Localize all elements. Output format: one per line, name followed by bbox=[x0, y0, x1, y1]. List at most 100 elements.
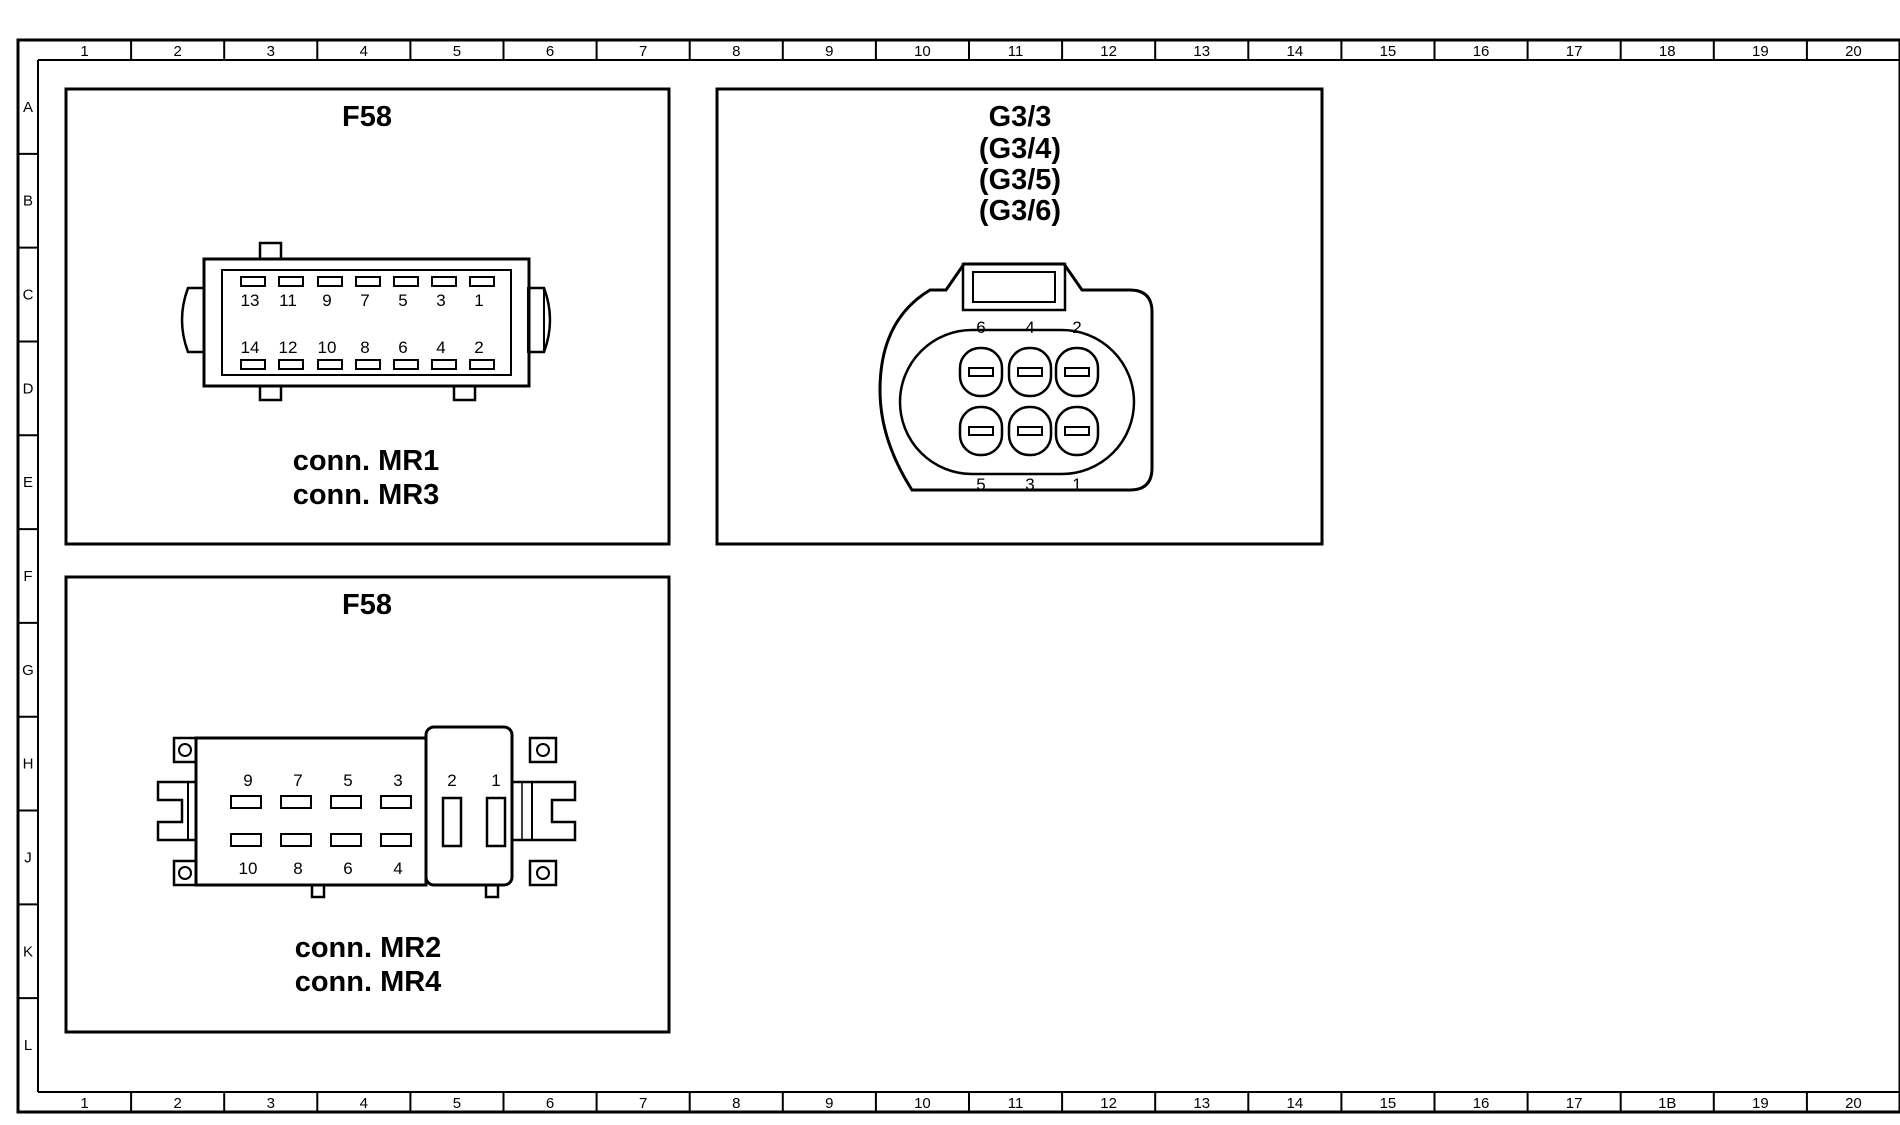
pin-number: 4 bbox=[393, 859, 402, 878]
pin-number: 6 bbox=[343, 859, 352, 878]
power-pin-number: 2 bbox=[447, 771, 456, 790]
grid-column-label-top: 1 bbox=[80, 43, 88, 60]
pin-slot bbox=[230, 795, 262, 809]
grid-column-label-top: 10 bbox=[914, 43, 931, 60]
grid-column-label-bottom: 5 bbox=[453, 1095, 461, 1112]
pin-number: 2 bbox=[474, 338, 483, 357]
grid-column-label-top: 20 bbox=[1845, 43, 1862, 60]
pin-number: 3 bbox=[393, 771, 402, 790]
pin-slot bbox=[330, 795, 362, 809]
pin-number: 3 bbox=[436, 291, 445, 310]
pin-number: 7 bbox=[360, 291, 369, 310]
panel-title-line1: G3/3 bbox=[989, 101, 1052, 133]
grid-row-label: L bbox=[24, 1037, 32, 1054]
pin-number: 6 bbox=[398, 338, 407, 357]
terminal-blade bbox=[1017, 367, 1043, 377]
grid-column-label-bottom: 14 bbox=[1287, 1095, 1304, 1112]
terminal-cavity bbox=[1007, 346, 1053, 398]
pin-slot bbox=[280, 833, 312, 847]
pin-slot bbox=[355, 276, 381, 287]
power-pin-number: 1 bbox=[491, 771, 500, 790]
grid-column-label-top: 5 bbox=[453, 43, 461, 60]
grid-column-label-top: 19 bbox=[1752, 43, 1769, 60]
pin-number: 10 bbox=[239, 859, 258, 878]
pin-slot bbox=[393, 276, 419, 287]
grid-column-label-bottom: 6 bbox=[546, 1095, 554, 1112]
grid-row-label: B bbox=[23, 193, 33, 210]
pin-number: 3 bbox=[1025, 475, 1034, 494]
connector-caption-line2: conn. MR3 bbox=[293, 479, 440, 511]
terminal-cavity bbox=[1007, 405, 1053, 457]
grid-row-label: A bbox=[23, 99, 33, 116]
pin-slot bbox=[278, 276, 304, 287]
terminal-blade bbox=[1064, 367, 1090, 377]
grid-row-label: C bbox=[23, 287, 34, 304]
power-pin-slot bbox=[485, 796, 507, 848]
pin-slot bbox=[469, 359, 495, 370]
pin-number: 5 bbox=[976, 475, 985, 494]
terminal-cavity bbox=[1054, 405, 1100, 457]
panel-title: F58 bbox=[342, 589, 392, 621]
pin-number: 8 bbox=[360, 338, 369, 357]
grid-column-label-bottom: 12 bbox=[1100, 1095, 1117, 1112]
pin-slot bbox=[330, 833, 362, 847]
pin-number: 6 bbox=[976, 318, 985, 337]
pin-number: 1 bbox=[1072, 475, 1081, 494]
grid-column-label-bottom: 17 bbox=[1566, 1095, 1583, 1112]
pin-number: 5 bbox=[343, 771, 352, 790]
grid-column-label-bottom: 15 bbox=[1380, 1095, 1397, 1112]
grid-row-label: F bbox=[23, 568, 32, 585]
pin-number: 14 bbox=[241, 338, 260, 357]
grid-column-label-bottom: 10 bbox=[914, 1095, 931, 1112]
grid-column-label-top: 18 bbox=[1659, 43, 1676, 60]
panel-title: F58 bbox=[342, 101, 392, 133]
grid-column-label-top: 7 bbox=[639, 43, 647, 60]
grid-column-label-bottom: 7 bbox=[639, 1095, 647, 1112]
connector-caption-line1: conn. MR1 bbox=[293, 445, 440, 477]
grid-column-label-bottom: 9 bbox=[825, 1095, 833, 1112]
pin-slot bbox=[355, 359, 381, 370]
grid-column-label-top: 2 bbox=[173, 43, 181, 60]
grid-column-label-bottom: 13 bbox=[1193, 1095, 1210, 1112]
grid-column-label-bottom: 1 bbox=[80, 1095, 88, 1112]
grid-column-label-top: 17 bbox=[1566, 43, 1583, 60]
grid-column-label-bottom: 8 bbox=[732, 1095, 740, 1112]
panel-title-line2: (G3/4) bbox=[979, 133, 1061, 165]
terminal-cavity bbox=[958, 405, 1004, 457]
terminal-blade bbox=[1017, 426, 1043, 436]
grid-column-label-bottom: 11 bbox=[1008, 1095, 1024, 1112]
grid-column-label-top: 6 bbox=[546, 43, 554, 60]
grid-row-label: J bbox=[24, 849, 32, 866]
power-pin-slot bbox=[441, 796, 463, 848]
pin-slot bbox=[317, 359, 343, 370]
pin-number: 5 bbox=[398, 291, 407, 310]
grid-column-label-top: 4 bbox=[360, 43, 368, 60]
pin-slot bbox=[380, 833, 412, 847]
pin-slot bbox=[431, 359, 457, 370]
pin-number: 1 bbox=[474, 291, 483, 310]
panel-title-line3: (G3/5) bbox=[979, 164, 1061, 196]
pin-number: 13 bbox=[241, 291, 260, 310]
pin-number: 7 bbox=[293, 771, 302, 790]
grid-column-label-top: 12 bbox=[1100, 43, 1117, 60]
pin-slot bbox=[240, 359, 266, 370]
pin-number: 2 bbox=[1072, 318, 1081, 337]
grid-row-label: G bbox=[22, 662, 34, 679]
grid-column-label-top: 8 bbox=[732, 43, 740, 60]
connector-caption-line1: conn. MR2 bbox=[295, 932, 442, 964]
grid-row-label: E bbox=[23, 474, 33, 491]
grid-column-label-top: 16 bbox=[1473, 43, 1490, 60]
pin-number: 11 bbox=[279, 291, 297, 310]
pin-slot bbox=[380, 795, 412, 809]
pin-number: 9 bbox=[243, 771, 252, 790]
grid-row-label: D bbox=[23, 380, 34, 397]
pin-number: 10 bbox=[318, 338, 337, 357]
terminal-blade bbox=[968, 426, 994, 436]
terminal-cavity bbox=[1054, 346, 1100, 398]
pin-number: 4 bbox=[436, 338, 445, 357]
